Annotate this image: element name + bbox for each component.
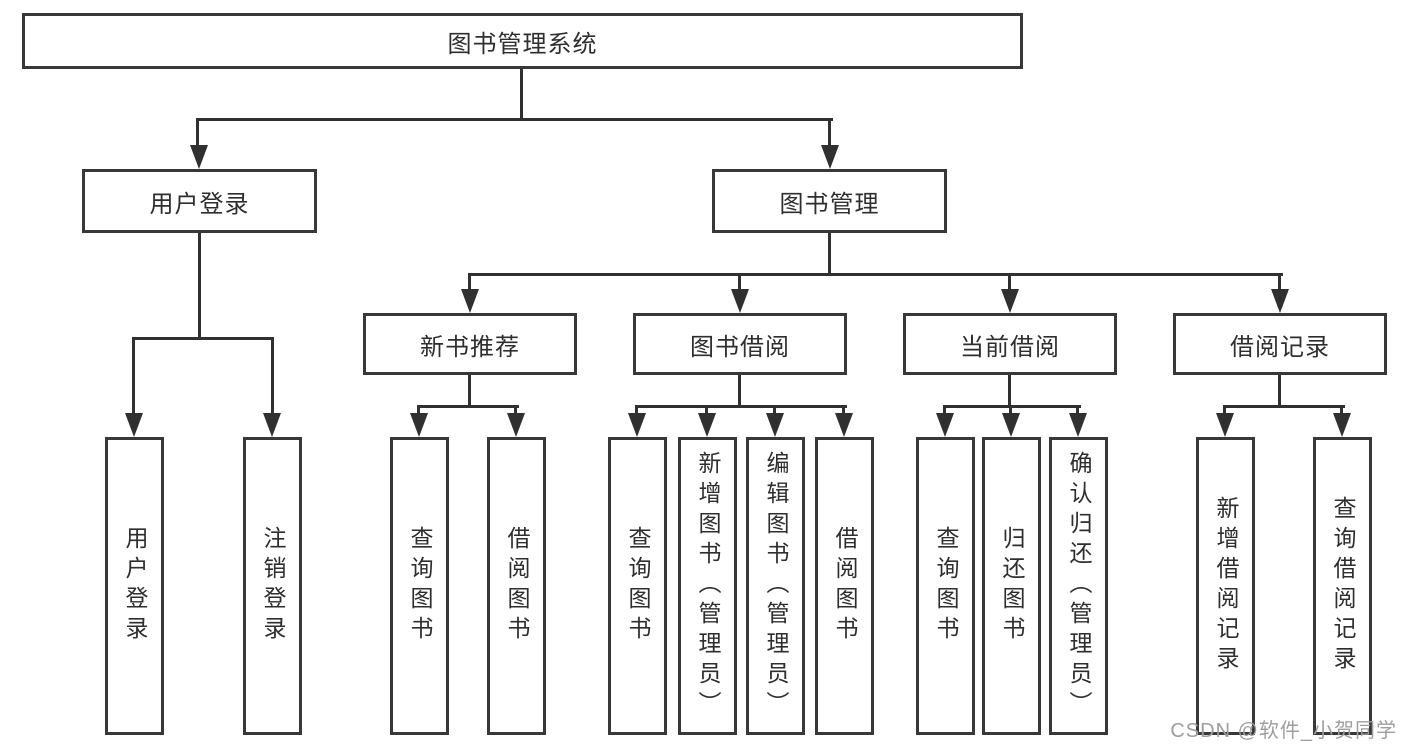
arrowhead-icon [1001,289,1019,313]
csdn-watermark: CSDN @软件_小贺同学 [1170,720,1397,742]
node-current-borrowing: 当前借阅 [903,313,1117,375]
connector-line [705,405,708,417]
connector-line [635,405,847,408]
arrowhead-icon [698,413,716,437]
arrowhead-icon [628,413,646,437]
leaf-add-borrow-record: 新增借阅记录 [1196,437,1255,735]
connector-line [514,405,517,417]
connector-line [196,118,833,121]
connector-line [520,69,523,118]
node-label: 图书管理系统 [447,30,598,58]
leaf-label: 查询图书 [933,526,959,646]
connector-line [738,273,741,291]
connector-line [943,405,1081,408]
connector-line [196,118,199,150]
leaf-query-borrow-record: 查询借阅记录 [1313,437,1372,735]
arrowhead-icon [766,413,784,437]
arrowhead-icon [125,413,143,437]
connector-line [1278,273,1281,291]
node-label: 当前借阅 [960,333,1060,361]
connector-line [271,337,274,417]
arrowhead-icon [507,413,525,437]
node-label: 新书推荐 [420,333,520,361]
arrowhead-icon [461,289,479,313]
connector-line [417,405,519,408]
arrowhead-icon [263,413,281,437]
node-library-management-system: 图书管理系统 [22,13,1023,69]
leaf-user-login: 用户登录 [105,437,164,735]
node-label: 借阅记录 [1230,333,1330,361]
connector-line [1340,405,1343,417]
connector-line [468,273,1283,276]
arrowhead-icon [1271,289,1289,313]
node-label: 图书借阅 [690,333,790,361]
connector-line [1223,405,1226,417]
connector-line [635,405,638,417]
leaf-return-books: 归还图书 [982,437,1041,735]
connector-line [132,337,274,340]
leaf-query-books-borrow: 查询图书 [608,437,667,735]
leaf-label: 编辑图书（管理员） [763,451,789,721]
arrowhead-icon [190,145,208,169]
leaf-edit-books-admin: 编辑图书（管理员） [746,437,805,735]
connector-line [1009,405,1012,417]
connector-line [1008,375,1011,407]
leaf-label: 借阅图书 [832,526,858,646]
leaf-borrow-books: 借阅图书 [815,437,874,735]
leaf-label: 查询借阅记录 [1330,496,1356,676]
arrowhead-icon [1216,413,1234,437]
connector-line [1278,375,1281,407]
connector-line [828,118,831,150]
arrowhead-icon [410,413,428,437]
arrowhead-icon [1069,413,1087,437]
connector-line [828,233,831,273]
connector-line [842,405,845,417]
connector-line [417,405,420,417]
arrowhead-icon [821,145,839,169]
node-book-borrowing: 图书借阅 [633,313,847,375]
leaf-label: 新增图书（管理员） [695,451,721,721]
leaf-label: 借阅图书 [504,526,530,646]
node-new-book-recommendation: 新书推荐 [363,313,577,375]
leaf-confirm-return-admin: 确认归还（管理员） [1049,437,1108,735]
leaf-label: 归还图书 [999,526,1025,646]
arrowhead-icon [731,289,749,313]
leaf-label: 新增借阅记录 [1213,496,1239,676]
leaf-query-books-current: 查询图书 [916,437,975,735]
leaf-logout: 注销登录 [243,437,302,735]
arrowhead-icon [936,413,954,437]
leaf-label: 查询图书 [625,526,651,646]
connector-line [468,273,471,291]
node-label: 图书管理 [779,190,880,218]
leaf-borrow-books-recommend: 借阅图书 [487,437,546,735]
leaf-label: 查询图书 [407,526,433,646]
connector-line [1223,405,1345,408]
leaf-query-books-recommend: 查询图书 [390,437,449,735]
connector-line [198,233,201,337]
leaf-add-books-admin: 新增图书（管理员） [678,437,737,735]
connector-line [773,405,776,417]
node-label: 用户登录 [149,190,250,218]
node-book-management: 图书管理 [712,169,947,233]
leaf-label: 用户登录 [122,526,148,646]
arrowhead-icon [835,413,853,437]
connector-line [468,375,471,407]
connector-line [943,405,946,417]
leaf-label: 注销登录 [260,526,286,646]
connector-line [738,375,741,407]
node-user-login: 用户登录 [82,169,317,233]
connector-line [132,337,135,417]
connector-line [1008,273,1011,291]
connector-line [1076,405,1079,417]
arrowhead-icon [1333,413,1351,437]
node-borrowing-records: 借阅记录 [1173,313,1387,375]
leaf-label: 确认归还（管理员） [1066,451,1092,721]
arrowhead-icon [1002,413,1020,437]
